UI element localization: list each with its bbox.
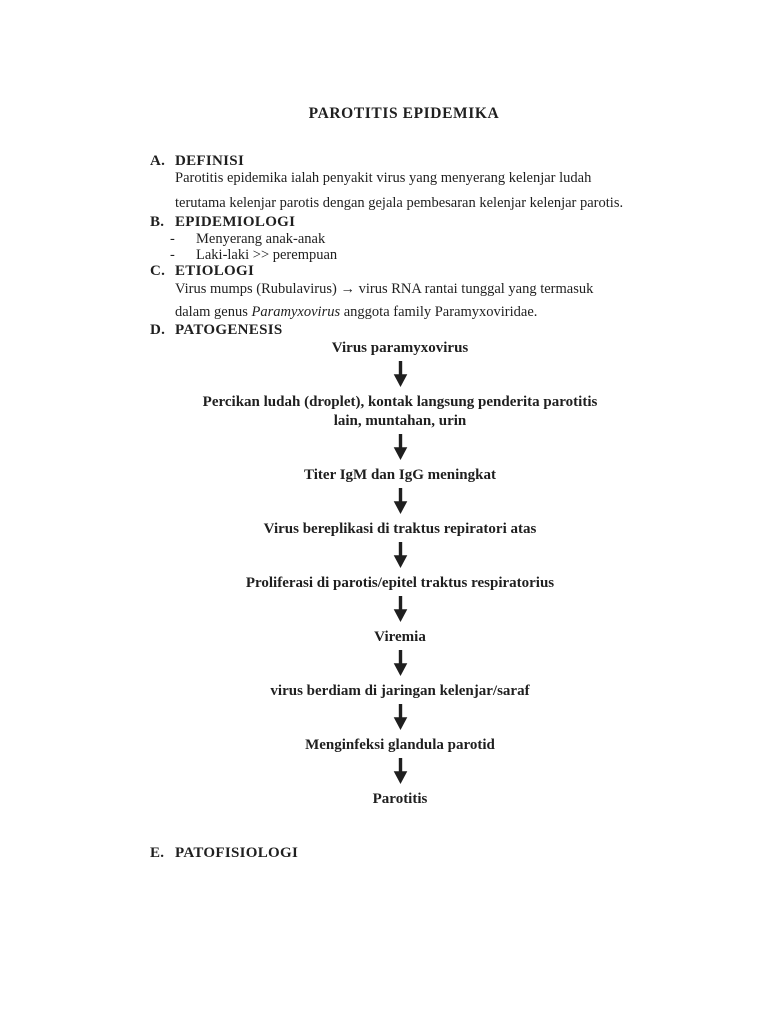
section-heading-label: EPIDEMIOLOGI xyxy=(175,214,296,230)
down-arrow-icon xyxy=(393,361,407,387)
flowchart-node: Proliferasi di parotis/epitel traktus re… xyxy=(245,575,555,591)
flowchart-node: Virus paramyxovirus xyxy=(331,340,469,356)
definisi-line-2: terutama kelenjar parotis dengan gejala … xyxy=(175,195,624,211)
dash-bullet: - xyxy=(170,247,175,263)
list-item: - Laki-laki >> perempuan xyxy=(150,247,658,263)
down-arrow-icon xyxy=(393,758,407,784)
patogenesis-flowchart: Virus paramyxovirus Percikan ludah (drop… xyxy=(135,339,665,809)
section-letter: C. xyxy=(150,263,166,279)
down-arrow-icon xyxy=(393,542,407,568)
down-arrow-icon xyxy=(393,596,407,622)
flowchart-node: Parotitis xyxy=(372,791,428,807)
etiologi-line-2-prefix: dalam genus xyxy=(175,304,252,320)
list-item: - Menyerang anak-anak xyxy=(150,231,658,247)
down-arrow-icon xyxy=(393,650,407,676)
flowchart-node: Titer IgM dan IgG meningkat xyxy=(304,467,496,483)
down-arrow-icon xyxy=(393,488,407,514)
etiologi-line-2: dalam genus Paramyxovirus anggota family… xyxy=(150,304,658,321)
section-heading-epidemiologi: B. EPIDEMIOLOGI xyxy=(150,214,658,231)
definisi-line-1: Parotitis epidemika ialah penyakit virus… xyxy=(175,170,592,186)
dash-bullet: - xyxy=(170,231,175,247)
section-letter: D. xyxy=(150,322,166,338)
section-heading-label: ETIOLOGI xyxy=(175,263,255,279)
flowchart-node: Viremia xyxy=(374,629,426,645)
section-letter: B. xyxy=(150,214,165,230)
section-heading-definisi: A. DEFINISI xyxy=(150,153,658,170)
section-heading-patogenesis: D. PATOGENESIS xyxy=(150,322,658,339)
list-item-text: Menyerang anak-anak xyxy=(196,231,326,247)
page-title: PAROTITIS EPIDEMIKA xyxy=(308,105,500,122)
down-arrow-icon xyxy=(393,704,407,730)
section-heading-label: PATOFISIOLOGI xyxy=(175,845,299,861)
section-heading-label: PATOGENESIS xyxy=(175,322,283,338)
section-heading-label: DEFINISI xyxy=(175,153,245,169)
section-heading-patofisiologi: E. PATOFISIOLOGI xyxy=(150,845,658,862)
flowchart-node: Percikan ludah (droplet), kontak langsun… xyxy=(202,394,598,429)
list-item-text: Laki-laki >> perempuan xyxy=(196,247,338,263)
flowchart-node: Virus bereplikasi di traktus repiratori … xyxy=(263,521,537,537)
section-heading-etiologi: C. ETIOLOGI xyxy=(150,263,658,280)
section-letter: E. xyxy=(150,845,165,861)
flowchart-node: virus berdiam di jaringan kelenjar/saraf xyxy=(270,683,530,699)
etiologi-line-2-suffix: anggota family Paramyxoviridae. xyxy=(340,304,538,320)
flowchart-node: Menginfeksi glandula parotid xyxy=(305,737,495,753)
section-letter: A. xyxy=(150,153,166,169)
etiologi-genus-name: Paramyxovirus xyxy=(251,304,341,320)
down-arrow-icon xyxy=(393,434,407,460)
etiologi-line-1: Virus mumps (Rubulavirus) → virus RNA ra… xyxy=(175,281,594,297)
